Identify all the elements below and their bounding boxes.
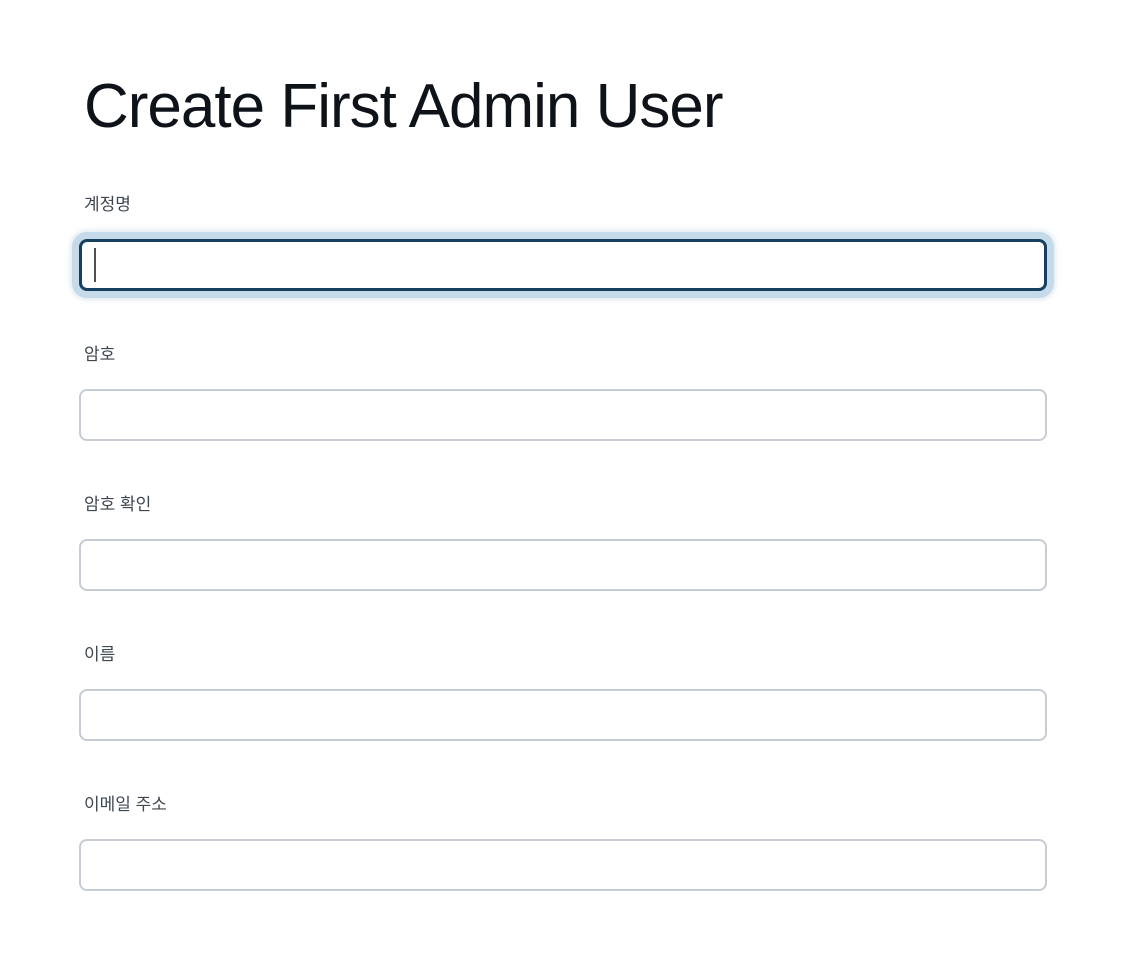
field-group-password: 암호: [79, 344, 1047, 441]
username-input[interactable]: [79, 239, 1047, 291]
password-input[interactable]: [79, 389, 1047, 441]
password-confirm-input[interactable]: [79, 539, 1047, 591]
page-title: Create First Admin User: [84, 72, 724, 141]
password-input-wrap: [79, 389, 1047, 441]
username-input-wrap: [79, 239, 1047, 291]
fullname-label: 이름: [84, 645, 116, 664]
field-group-password-confirm: 암호 확인: [79, 494, 1047, 591]
password-label: 암호: [84, 345, 116, 364]
fullname-input[interactable]: [79, 689, 1047, 741]
password-confirm-input-wrap: [79, 539, 1047, 591]
email-label: 이메일 주소: [84, 795, 167, 814]
fullname-input-wrap: [79, 689, 1047, 741]
email-input-wrap: [79, 839, 1047, 891]
password-confirm-label: 암호 확인: [84, 495, 152, 514]
field-group-email: 이메일 주소: [79, 794, 1047, 891]
text-caret: [94, 248, 96, 282]
field-group-username: 계정명: [79, 194, 1047, 291]
email-input[interactable]: [79, 839, 1047, 891]
username-label: 계정명: [84, 195, 131, 214]
field-group-fullname: 이름: [79, 644, 1047, 741]
